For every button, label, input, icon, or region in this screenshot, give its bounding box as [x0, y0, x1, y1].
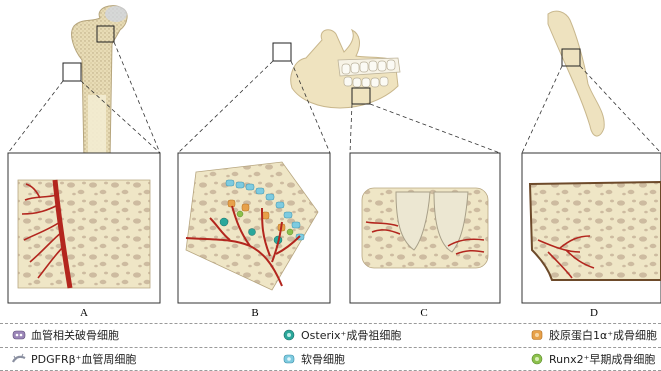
early-osteoblast-icon	[530, 353, 544, 365]
panel-label-b: B	[251, 307, 258, 319]
panel-d	[522, 153, 661, 303]
legend-item-early-osteoblast: Runx2⁺早期成骨细胞	[530, 351, 655, 367]
legend-label-osteoclast: 血管相关破骨细胞	[31, 327, 119, 343]
legend-rule-top	[0, 323, 661, 324]
panel-a	[8, 153, 160, 303]
pericyte-icon	[12, 353, 26, 365]
panel-c	[350, 153, 500, 303]
legend-label-early-osteoblast: Runx2⁺早期成骨细胞	[549, 351, 655, 367]
legend: 血管相关破骨细胞 PDGFRβ⁺血管周细胞 Osterix⁺成骨祖细胞 软骨细胞…	[0, 323, 661, 371]
osteoclast-icon	[12, 329, 26, 341]
legend-item-osteoprogenitor: Osterix⁺成骨祖细胞	[282, 327, 401, 343]
panel-label-a: A	[80, 307, 88, 319]
chondrocyte-icon	[282, 353, 296, 365]
osteoprogenitor-icon	[282, 329, 296, 341]
legend-label-chondrocyte: 软骨细胞	[301, 351, 345, 367]
legend-item-pericyte: PDGFRβ⁺血管周细胞	[12, 351, 136, 367]
zoom-box-femur-a	[63, 63, 81, 81]
zoom-box-jaw-a	[273, 43, 291, 61]
panel-label-c: C	[420, 307, 427, 319]
legend-label-osteoblast: 胶原蛋白1α⁺成骨细胞	[549, 327, 657, 343]
legend-rule-middle	[0, 347, 661, 348]
osteoblast-icon	[530, 329, 544, 341]
legend-label-pericyte: PDGFRβ⁺血管周细胞	[31, 351, 136, 367]
mandible-illustration	[273, 30, 400, 108]
legend-item-osteoclast: 血管相关破骨细胞	[12, 327, 119, 343]
legend-item-osteoblast: 胶原蛋白1α⁺成骨细胞	[530, 327, 657, 343]
clavicle-illustration	[548, 11, 604, 136]
legend-item-chondrocyte: 软骨细胞	[282, 351, 345, 367]
panel-label-d: D	[590, 307, 598, 319]
bone-vessel-diagram: A	[0, 0, 661, 322]
panel-b	[178, 153, 330, 303]
femur-illustration	[63, 6, 127, 160]
legend-label-osteoprogenitor: Osterix⁺成骨祖细胞	[301, 327, 401, 343]
